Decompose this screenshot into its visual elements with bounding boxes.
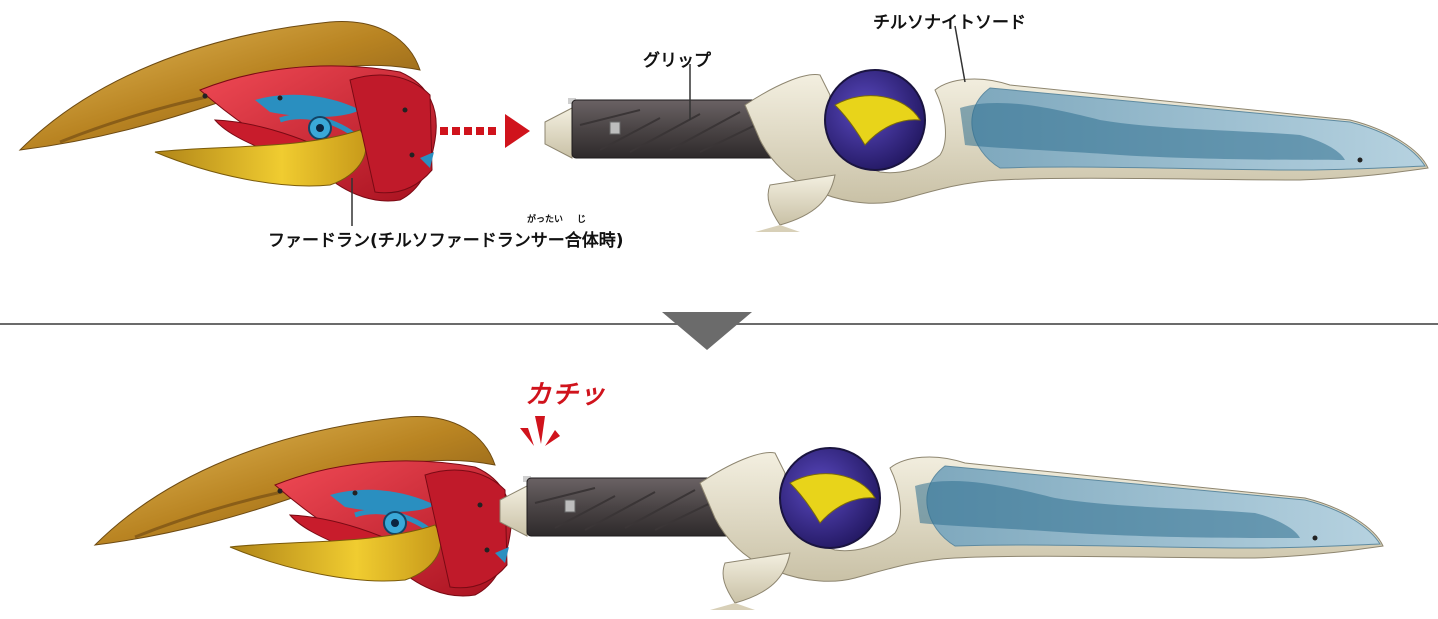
grip-label: グリップ bbox=[643, 51, 711, 71]
dragon-head-top bbox=[20, 22, 436, 201]
impact-burst-icon bbox=[520, 416, 560, 446]
sword-top bbox=[544, 69, 1429, 233]
click-sound-label: カチッ bbox=[525, 380, 607, 410]
dashed-right-arrow-icon bbox=[440, 114, 530, 148]
sword-bottom bbox=[499, 447, 1384, 611]
dragon-head-bottom bbox=[95, 417, 511, 596]
sword-name-label: チルソナイトソード bbox=[873, 13, 1026, 33]
ruby-ji: じ bbox=[577, 215, 587, 225]
sword-name-leader bbox=[954, 25, 966, 83]
down-triangle-icon bbox=[662, 312, 752, 350]
ruby-gattai: がったい bbox=[527, 215, 564, 225]
head-part-label: ファードラン(チルソファードランサー合体時) bbox=[268, 231, 624, 251]
